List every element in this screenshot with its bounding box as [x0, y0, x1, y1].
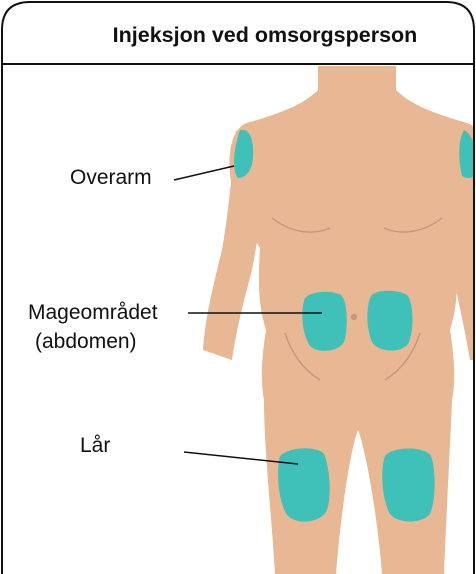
label-abdomen-line1: Mageområdet [28, 301, 158, 324]
label-abdomen-line2: (abdomen) [35, 330, 137, 353]
injection-site-abdomen-right [367, 291, 412, 351]
injection-site-right-thigh [382, 449, 434, 522]
diagram-title: Injeksjon ved omsorgsperson [113, 23, 418, 47]
injection-site-abdomen-left [302, 292, 347, 351]
body-silhouette [230, 66, 476, 574]
leader-upper-arm [174, 166, 234, 180]
body-figure [203, 66, 476, 574]
label-upper-arm: Overarm [70, 166, 152, 189]
injection-site-left-thigh [278, 448, 330, 521]
navel [351, 314, 357, 320]
label-thigh: Lår [80, 434, 110, 457]
